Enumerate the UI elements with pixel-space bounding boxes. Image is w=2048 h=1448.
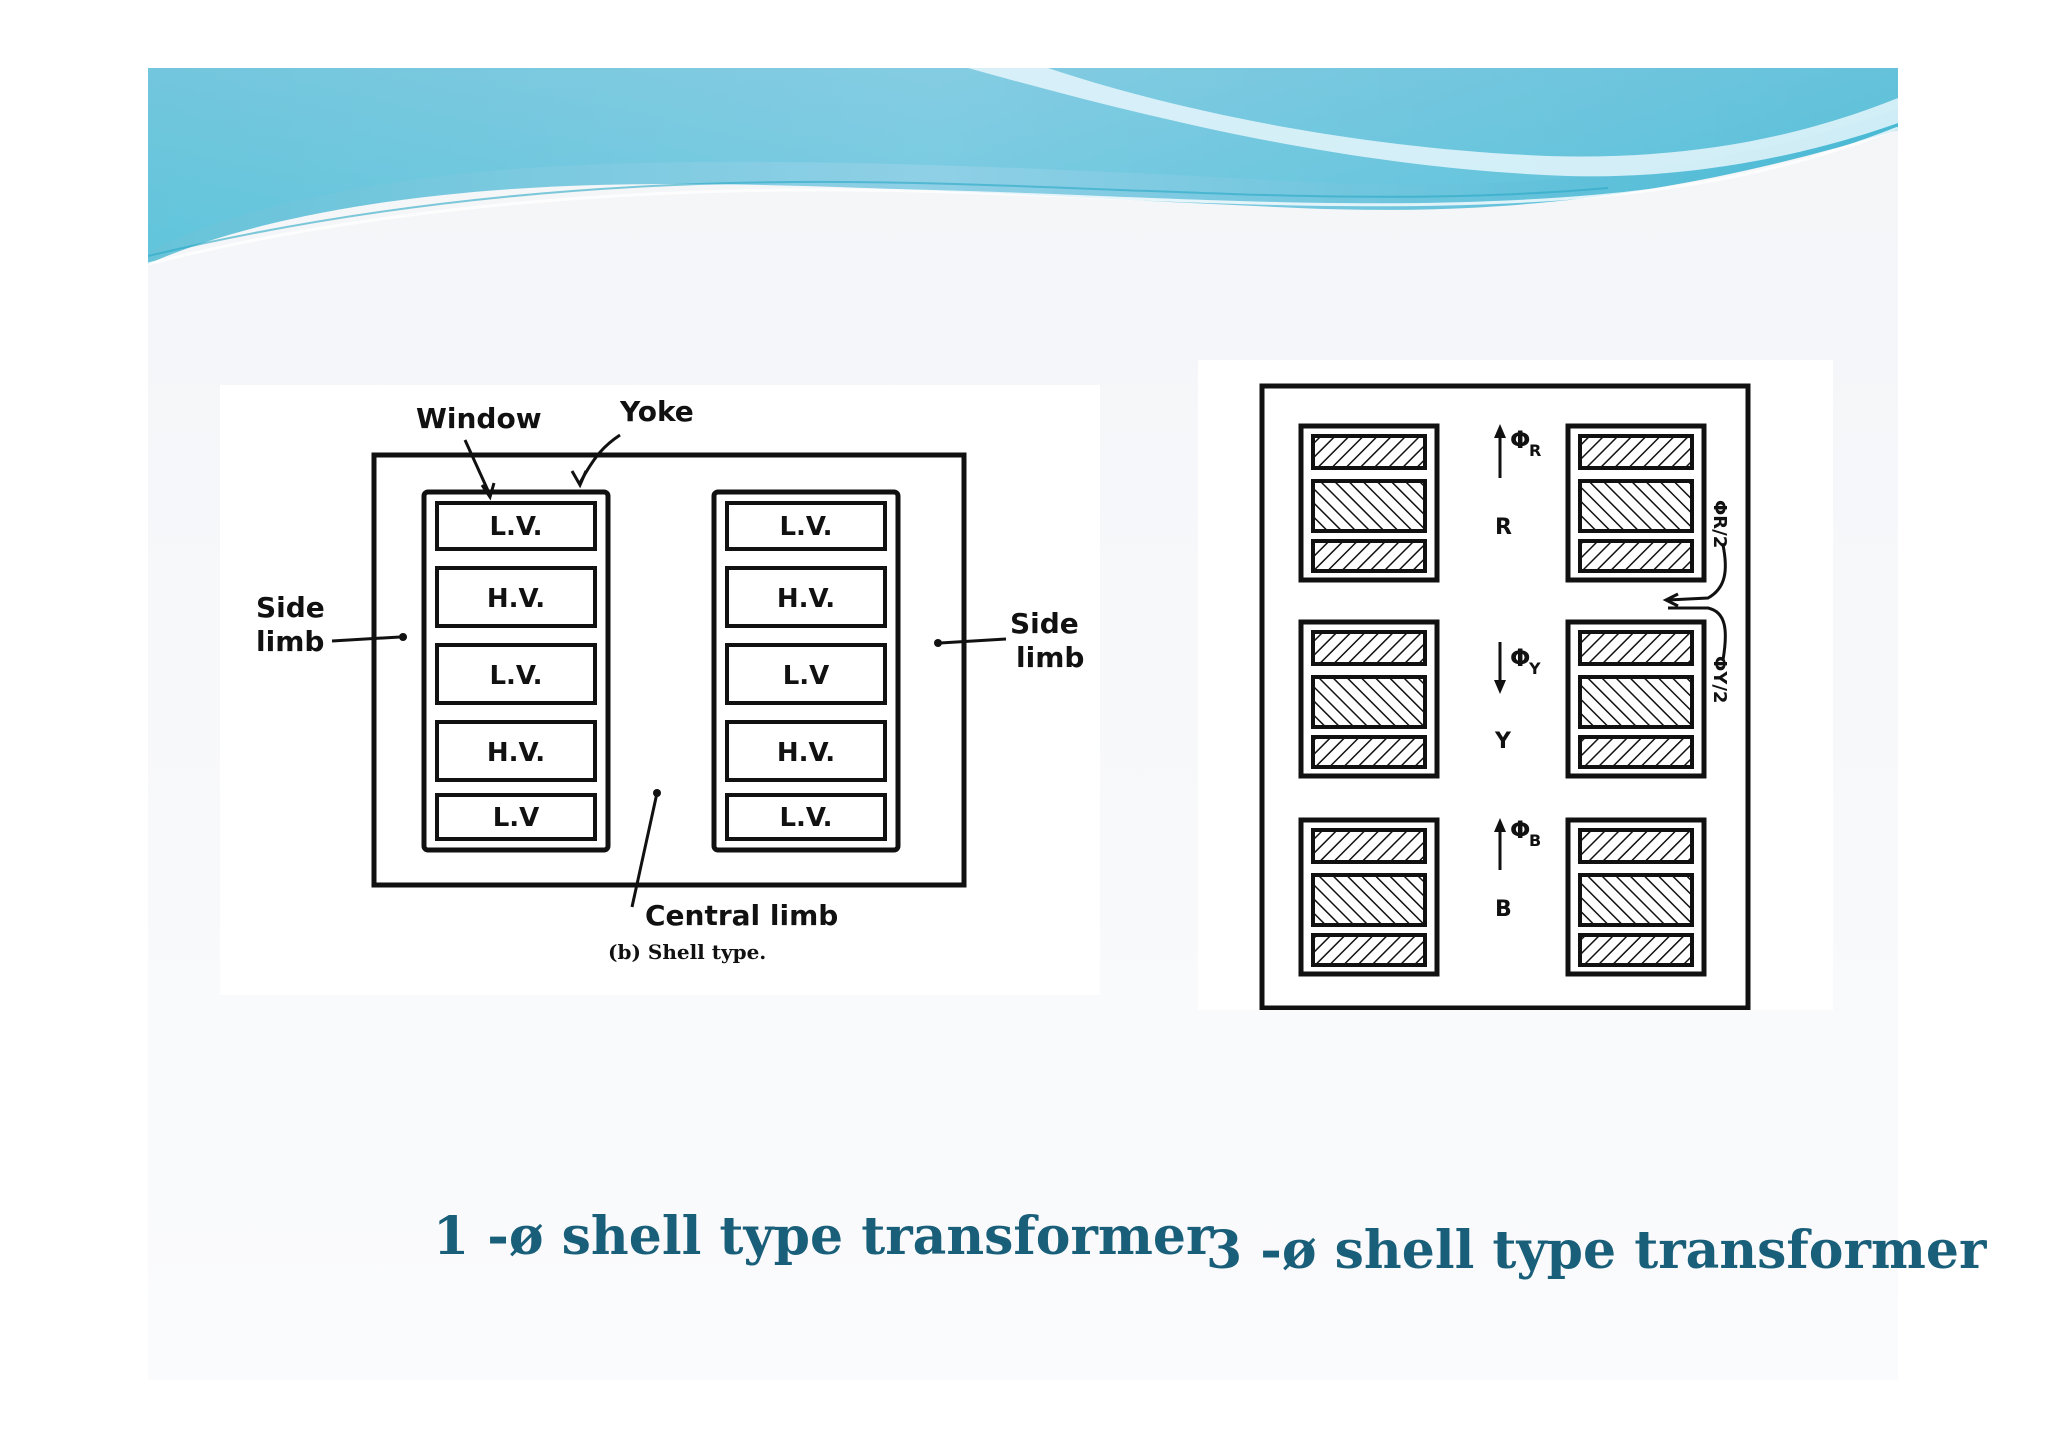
coil-winding — [1578, 434, 1694, 470]
coil-window — [1565, 619, 1707, 779]
flux-r-symbol: Φ — [1510, 426, 1530, 454]
coil-winding — [1578, 630, 1694, 666]
half-flux-bottom-label: ΦY/2 — [1709, 656, 1730, 703]
left-coil-label: L.V. — [489, 661, 542, 691]
coil-winding — [1311, 735, 1427, 769]
left-window — [421, 489, 611, 853]
half-flux-top-label: ΦR/2 — [1709, 500, 1730, 548]
flux-b-symbol: Φ — [1510, 816, 1530, 844]
half-flux-path-bottom — [1668, 606, 1727, 661]
right-coil-label: L.V. — [779, 803, 832, 833]
header-wave-banner — [148, 68, 1898, 266]
coil-winding — [1311, 479, 1427, 533]
flux-y-symbol: Φ — [1510, 644, 1530, 672]
flux-r-subscript: R — [1529, 441, 1541, 460]
side-limb-left-leader — [331, 635, 401, 643]
right-coil-label: L.V. — [779, 512, 832, 542]
side-limb-right-label: limb — [1016, 641, 1084, 674]
phase-b: Φ B B — [1494, 816, 1541, 922]
coil-window — [1565, 423, 1707, 583]
left-coil-label: L.V. — [489, 512, 542, 542]
phase-y: Φ Y Y — [1494, 642, 1541, 754]
coil-winding — [1311, 539, 1427, 573]
right-coil-label: H.V. — [777, 738, 835, 768]
figure-note: (b) Shell type. — [608, 940, 766, 964]
coil-winding — [1578, 933, 1694, 967]
left-coil-label: L.V — [493, 803, 540, 833]
left-coil-label: H.V. — [487, 584, 545, 614]
phase-r-label: R — [1495, 515, 1512, 540]
left-coils: L.V. H.V. L.V. H.V. L.V — [435, 501, 597, 841]
flux-b-subscript: B — [1529, 831, 1541, 850]
right-coils: L.V. H.V. L.V H.V. L.V. — [725, 501, 887, 841]
central-limb-leader — [630, 792, 659, 908]
window-leader — [463, 439, 492, 496]
coil-winding — [1578, 873, 1694, 927]
half-flux-path-top — [1667, 544, 1727, 602]
right-window — [711, 489, 901, 853]
side-limb-right-label: Side — [1010, 607, 1079, 640]
central-limb-label: Central limb — [645, 899, 838, 932]
phase-y-label: Y — [1494, 729, 1512, 754]
coil-winding — [1311, 434, 1427, 470]
coil-winding — [1311, 873, 1427, 927]
phase-r: Φ R R — [1494, 424, 1541, 540]
right-windows — [1565, 423, 1707, 977]
core-outline — [371, 452, 967, 888]
coil-window — [1565, 817, 1707, 977]
single-phase-caption: 1 -ø shell type transformer — [433, 1206, 1214, 1267]
phase-b-label: B — [1495, 897, 1512, 922]
side-limb-right-leader — [939, 637, 1007, 645]
flux-y-subscript: Y — [1528, 659, 1541, 678]
yoke-label: Yoke — [619, 395, 694, 428]
side-limb-left-label: limb — [256, 625, 324, 658]
single-phase-shell-diagram: L.V. H.V. L.V. H.V. L.V L.V. H.V. L.V H.… — [220, 385, 1100, 995]
coil-winding — [1311, 675, 1427, 729]
coil-winding — [1311, 630, 1427, 666]
coil-winding — [1578, 735, 1694, 769]
right-coil-label: L.V — [783, 661, 830, 691]
side-limb-left-label: Side — [256, 591, 325, 624]
coil-window — [1298, 619, 1440, 779]
coil-winding — [1578, 479, 1694, 533]
three-phase-caption: 3 -ø shell type transformer — [1206, 1220, 1987, 1281]
three-phase-shell-diagram: Φ R R Φ Y Y Φ B B ΦR/2 ΦY/2 — [1198, 360, 1833, 1010]
left-coil-label: H.V. — [487, 738, 545, 768]
left-windows — [1298, 423, 1440, 977]
coil-winding — [1311, 933, 1427, 967]
coil-winding — [1578, 539, 1694, 573]
window-label: Window — [416, 402, 542, 435]
coil-winding — [1578, 828, 1694, 864]
coil-window — [1298, 423, 1440, 583]
core-outline — [1259, 383, 1751, 1010]
right-coil-label: H.V. — [777, 584, 835, 614]
coil-winding — [1578, 675, 1694, 729]
coil-window — [1298, 817, 1440, 977]
coil-winding — [1311, 828, 1427, 864]
